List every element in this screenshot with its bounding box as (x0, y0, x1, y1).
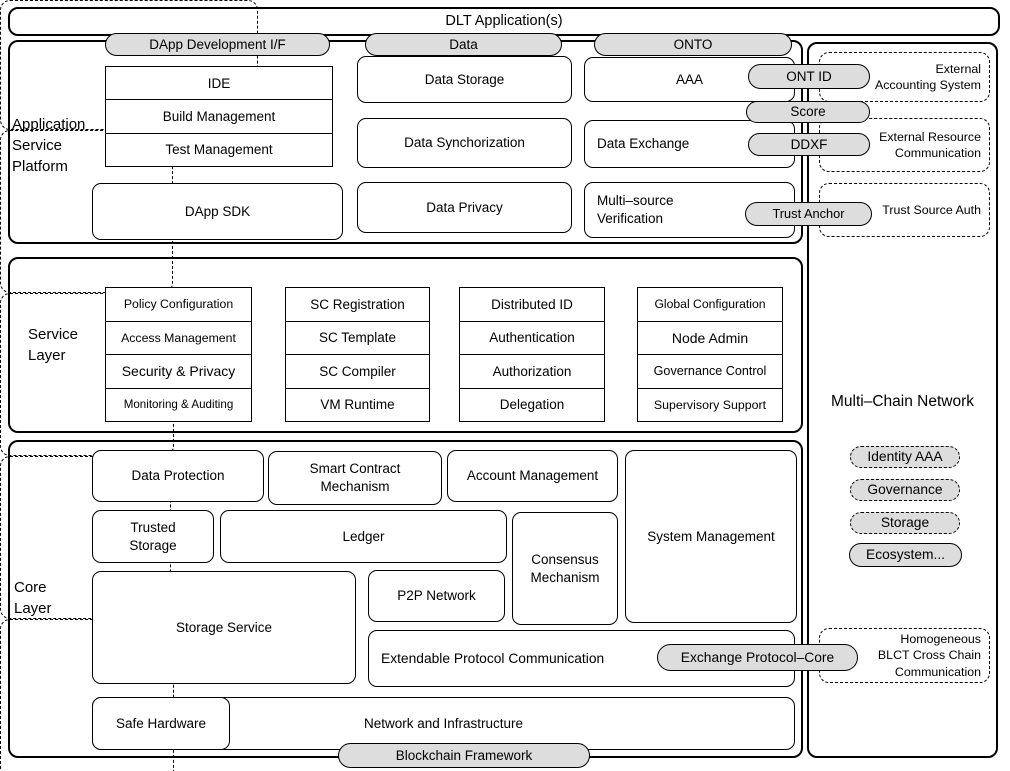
ide-cell: IDE (207, 75, 231, 91)
identity-aaa-pill: Identity AAA (850, 446, 960, 468)
cross-chain-line-2: BLCT Cross Chain (877, 648, 981, 663)
sc-template-cell: SC Template (286, 320, 429, 355)
trust-anchor-pill: Trust Anchor (745, 202, 872, 226)
consensus-mechanism-label: Consensus Mechanism (530, 551, 600, 585)
application-service-platform-label: Application Service Platform (12, 116, 86, 175)
security-privacy-cell: Security & Privacy (106, 354, 251, 388)
external-accounting-system-box: External Accounting System (819, 52, 990, 102)
identity-services-table: Distributed ID Authentication Authorizat… (459, 287, 605, 422)
homogeneous-cross-chain-box: Homogeneous BLCT Cross Chain Communicati… (819, 628, 990, 683)
multi-source-verification-label: Multi–source Verification (597, 193, 674, 226)
ledger-box: Ledger (220, 510, 507, 563)
data-privacy-box: Data Privacy (357, 182, 572, 233)
core-layer-label: Core Layer (14, 579, 52, 617)
multi-chain-network-box (807, 42, 998, 758)
data-exchange-box: Data Exchange (584, 120, 795, 168)
service-layer-box (8, 257, 803, 433)
external-resource-line-2: Communication (894, 146, 981, 160)
governance-control-cell: Governance Control (638, 354, 782, 388)
system-management-box: System Management (625, 450, 797, 623)
node-admin-cell: Node Admin (638, 320, 782, 355)
blockchain-framework-pill: Blockchain Framework (338, 743, 590, 768)
dlt-applications-box: DLT Application(s) (8, 7, 1000, 36)
dlt-applications-label: DLT Application(s) (445, 13, 563, 30)
ecosystem-pill: Ecosystem... (849, 543, 962, 567)
score-pill: Score (746, 101, 870, 123)
cross-chain-line-1: Homogeneous (900, 631, 981, 646)
ddxf-pill: DDXF (748, 133, 870, 156)
account-management-box: Account Management (447, 450, 618, 502)
distributed-id-cell: Distributed ID (491, 296, 573, 312)
consensus-mechanism-box: Consensus Mechanism (512, 512, 618, 625)
storage-service-box: Storage Service (92, 571, 356, 684)
external-resource-communication-box: External Resource Communication (819, 118, 990, 172)
sc-registration-cell: SC Registration (310, 296, 405, 312)
external-resource-line-1: External Resource (879, 129, 981, 144)
trusted-storage-box: Trusted Storage (92, 510, 214, 563)
external-accounting-line-2: Accounting System (874, 78, 981, 92)
storage-pill: Storage (850, 512, 960, 534)
authentication-cell: Authentication (460, 320, 604, 355)
data-pill: Data (365, 33, 562, 56)
supervisory-support-cell: Supervisory Support (638, 387, 782, 422)
data-storage-box: Data Storage (357, 56, 572, 103)
smart-contract-services-table: SC Registration SC Template SC Compiler … (285, 287, 430, 422)
safe-hardware-box: Safe Hardware (92, 697, 230, 750)
service-layer-label: Service Layer (28, 326, 79, 364)
governance-pill: Governance (850, 479, 960, 501)
monitoring-auditing-cell: Monitoring & Auditing (106, 387, 251, 422)
build-management-cell: Build Management (106, 99, 332, 132)
global-configuration-cell: Global Configuration (654, 297, 766, 312)
delegation-cell: Delegation (460, 387, 604, 422)
vm-runtime-cell: VM Runtime (286, 387, 429, 422)
data-protection-box: Data Protection (92, 450, 264, 502)
dapp-dev-tools-table: IDE Build Management Test Management (105, 66, 333, 167)
external-accounting-line-1: External (935, 61, 981, 76)
authorization-cell: Authorization (460, 354, 604, 388)
dapp-development-if-pill: DApp Development I/F (105, 33, 330, 56)
data-synchorization-box: Data Synchorization (357, 118, 572, 168)
exchange-protocol-core-pill: Exchange Protocol–Core (657, 644, 858, 671)
smart-contract-mechanism-box: Smart Contract Mechanism (268, 451, 442, 505)
governance-services-table: Global Configuration Node Admin Governan… (637, 287, 783, 422)
trust-source-auth-label: Trust Source Auth (882, 202, 981, 217)
trusted-storage-label: Trusted Storage (129, 519, 177, 553)
governance-group-dashed (0, 619, 174, 771)
cross-chain-line-3: Communication (894, 664, 981, 679)
p2p-network-box: P2P Network (368, 570, 505, 622)
policy-services-table: Policy Configuration Access Management S… (105, 287, 252, 422)
multi-chain-network-label: Multi–Chain Network (831, 393, 974, 410)
access-management-cell: Access Management (106, 320, 251, 355)
ont-id-pill: ONT ID (748, 64, 870, 89)
smart-contract-mechanism-label: Smart Contract Mechanism (309, 461, 401, 494)
test-management-cell: Test Management (106, 132, 332, 166)
sc-compiler-cell: SC Compiler (286, 354, 429, 388)
onto-pill: ONTO (594, 33, 792, 56)
policy-configuration-cell: Policy Configuration (123, 297, 234, 312)
dapp-sdk-box: DApp SDK (92, 183, 343, 240)
